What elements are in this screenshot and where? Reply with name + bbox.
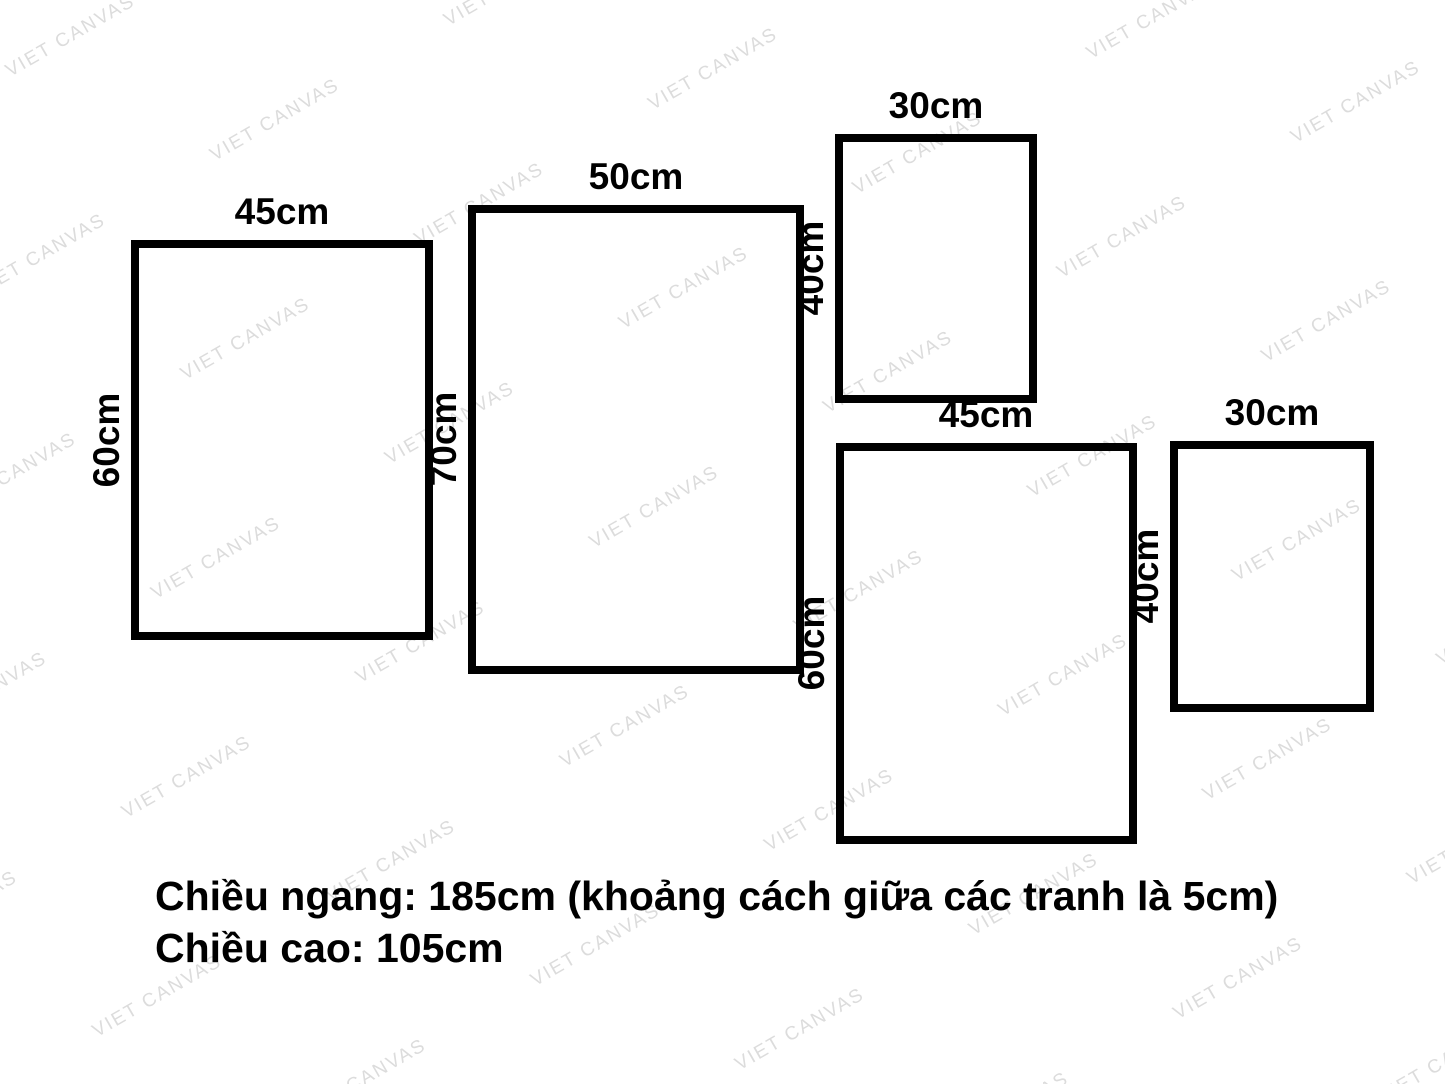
watermark-text: VIET CANVAS	[1286, 56, 1424, 148]
frame-1-height-label: 60cm	[86, 392, 127, 488]
frame-1-width-label: 45cm	[234, 191, 330, 232]
frame-2-width-label: 50cm	[588, 156, 684, 197]
total-height-text: Chiều cao: 105cm	[155, 925, 504, 971]
frame-3-height-label: 40cm	[790, 220, 831, 316]
watermark-text: VIET CANVAS	[292, 1034, 430, 1084]
watermark-text: VIET CANVAS	[1374, 1016, 1445, 1084]
watermark-text: VIET CANVAS	[205, 74, 343, 166]
dimensions-summary: Chiều ngang: 185cm (khoảng cách giữa các…	[155, 870, 1278, 974]
watermark-text: VIET CANVAS	[935, 1068, 1072, 1084]
watermark-text: VIET CANVAS	[1403, 798, 1445, 889]
watermark-text: VIET CANVAS	[0, 647, 51, 739]
total-width-text: Chiều ngang: 185cm (khoảng cách giữa các…	[155, 873, 1279, 919]
watermark-text: VIET CANVAS	[0, 866, 21, 958]
frame-45x60-bottom	[836, 443, 1137, 844]
watermark-text: VIET CANVAS	[0, 209, 110, 301]
frame-4-height-label: 60cm	[791, 595, 832, 691]
watermark-text: VIET CANVAS	[1, 0, 139, 82]
frame-2-height-label: 70cm	[423, 391, 464, 487]
watermark-text: VIET CANVAS	[555, 680, 693, 772]
frame-30x40-top	[835, 134, 1037, 403]
watermark-text: VIET CANVAS	[1053, 191, 1190, 283]
watermark-text: VIET CANVAS	[644, 23, 782, 115]
frame-30x40-right	[1170, 441, 1374, 712]
watermark-text: VIET CANVAS	[117, 731, 255, 823]
watermark-text: VIET CANVAS	[1198, 713, 1336, 805]
frame-4-width-label: 45cm	[938, 394, 1034, 435]
frame-5-height-label: 40cm	[1125, 528, 1166, 624]
frame-45x60-left	[131, 240, 433, 640]
watermark-text: VIET CANVAS	[1432, 579, 1445, 670]
watermark-text: VIET CANVAS	[1082, 0, 1220, 64]
frame-50x70-center	[468, 205, 804, 674]
frame-5-width-label: 30cm	[1224, 392, 1320, 433]
watermark-text: VIET CANVAS	[1257, 275, 1395, 367]
watermark-text: VIET CANVAS	[730, 983, 868, 1075]
watermark-text: VIET CANVAS	[440, 0, 577, 31]
frame-3-width-label: 30cm	[888, 85, 984, 126]
watermark-text: VIET CANVAS	[0, 428, 80, 519]
